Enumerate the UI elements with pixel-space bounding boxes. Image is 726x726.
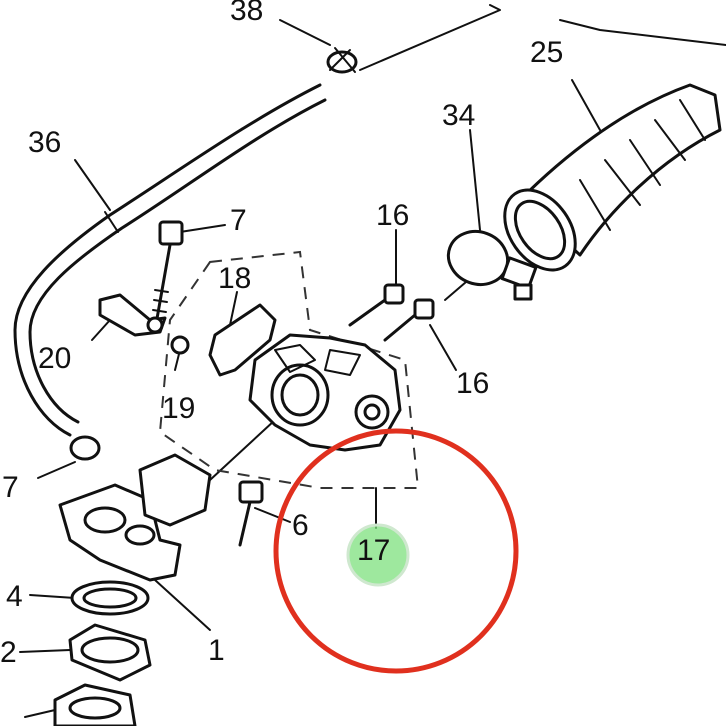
intake-duct-25	[503, 83, 722, 272]
callout-7-left: 7	[2, 471, 19, 504]
bolt-6	[238, 480, 264, 547]
callout-16-top: 16	[376, 199, 409, 232]
highlight-dot	[346, 523, 410, 587]
callout-38: 38	[230, 0, 263, 27]
callout-16-bottom: 16	[456, 367, 489, 400]
clip-20	[98, 293, 167, 337]
bolt-16-upper	[348, 283, 405, 327]
callout-34: 34	[442, 99, 475, 132]
intake-manifold-1	[58, 453, 212, 582]
hose-36	[13, 83, 327, 437]
gasket-18	[208, 303, 277, 377]
callout-25: 25	[530, 36, 563, 69]
leader-lines	[19, 4, 726, 718]
callout-19: 19	[162, 392, 195, 425]
spacer-2	[68, 623, 152, 682]
bolt-16-lower	[383, 298, 435, 342]
callout-1: 1	[208, 634, 225, 667]
hose-clamp-34	[446, 230, 538, 301]
callout-labels: 38 25 36 34 7 16 18 20 19 16 7 6 17 4 1 …	[0, 0, 563, 669]
callout-36: 36	[28, 126, 61, 159]
callout-2: 2	[0, 636, 17, 669]
clip-38	[326, 47, 358, 74]
callout-4: 4	[6, 580, 23, 613]
screw-19	[170, 335, 190, 355]
bolt-7-top	[152, 220, 184, 332]
callout-17: 17	[357, 534, 390, 567]
throttle-body	[248, 333, 402, 452]
assembly-outline	[158, 250, 420, 489]
callout-7-top: 7	[230, 204, 247, 237]
o-ring-4	[70, 580, 150, 616]
callout-6: 6	[292, 509, 309, 542]
callout-20: 20	[38, 342, 71, 375]
callout-18: 18	[218, 262, 251, 295]
highlight-circle	[273, 428, 519, 674]
hose-clamp-7-left	[69, 435, 101, 461]
insulator	[53, 683, 137, 726]
